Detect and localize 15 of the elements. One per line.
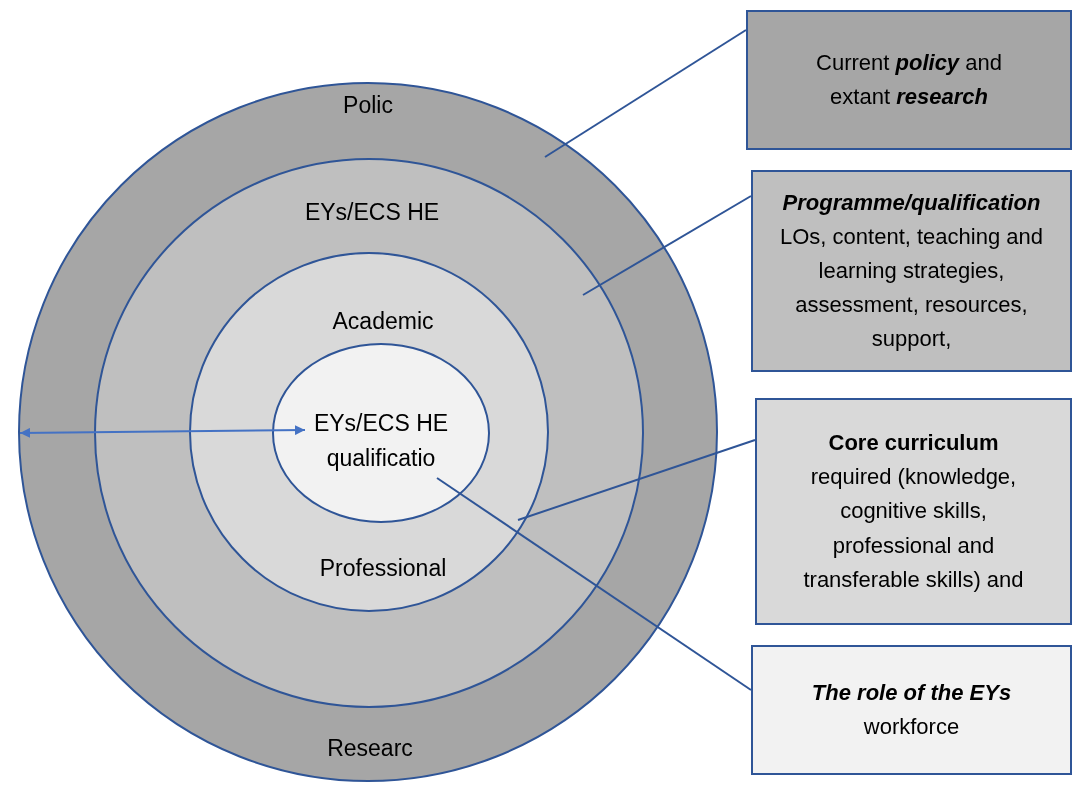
ring-label: Professional [319,553,447,583]
text-box: Programme/qualification LOs, content, teaching and learning strategies, assessment, resources, support, [751,170,1072,372]
ring-label: EYs/ECS HE [304,197,440,227]
double-arrow [19,425,306,438]
ring-label: Polic [343,90,393,120]
ring-label: Academic [332,306,434,336]
leader-line [582,195,752,296]
leader-line [517,439,756,521]
leader-line [436,477,752,691]
leader-line [544,29,747,158]
text-box: Core curriculum required (knowledge, cognitive skills, professional and transferable skills) and [755,398,1072,625]
ring-label: Researc [327,733,413,763]
text-box: The role of the EYs workforce [751,645,1072,775]
text-box: Current policy and extant research [746,10,1072,150]
ring-label: EYs/ECS HE qualificatio [312,408,450,473]
